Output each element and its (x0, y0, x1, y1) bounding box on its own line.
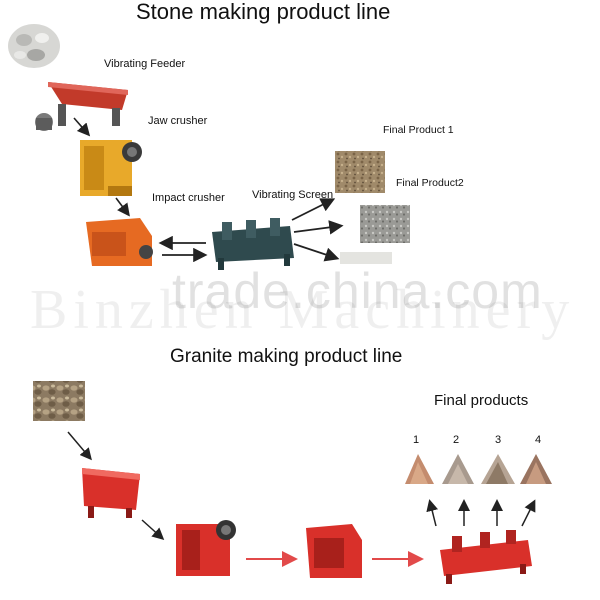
final-product-1-image (335, 151, 385, 193)
impact-crusher-machine (86, 218, 153, 266)
final-product-2-image (360, 205, 410, 243)
vibrating-feeder-machine (35, 82, 128, 131)
granite-vibrating-screen-machine (440, 530, 532, 584)
final-product-pile-1 (405, 454, 434, 484)
arrow-up-product-1 (430, 502, 436, 526)
jaw-crusher-machine (80, 140, 142, 196)
granite-raw-image (33, 381, 85, 421)
label-vibrating-feeder: Vibrating Feeder (104, 58, 185, 70)
final-product-pile-2 (442, 454, 474, 484)
label-jaw-crusher: Jaw crusher (148, 115, 207, 127)
label-final-product-2: Final Product2 (396, 177, 464, 189)
label-impact-crusher: Impact crusher (152, 192, 225, 204)
granite-line-title: Granite making product line (170, 346, 402, 368)
final-product-pile-4 (520, 454, 552, 484)
arrow-to-final-3 (294, 244, 336, 258)
watermark-trade-china: trade.china.com (172, 262, 543, 320)
arrow-feeder-to-jaw (74, 118, 88, 134)
arrow-feeder-to-jaw-granite (142, 520, 162, 538)
arrow-up-product-4 (522, 502, 534, 526)
label-final-product-1: Final Product 1 (383, 124, 454, 136)
final-product-pile-3 (481, 454, 515, 484)
final-product-number-2: 2 (453, 434, 459, 446)
granite-impact-crusher-machine (306, 524, 362, 578)
arrow-jaw-to-impact (116, 198, 128, 214)
arrow-raw-to-feeder (68, 432, 90, 458)
final-product-number-1: 1 (413, 434, 419, 446)
raw-stone-image (8, 24, 60, 68)
granite-feeder-machine (82, 468, 140, 518)
final-product-number-3: 3 (495, 434, 501, 446)
final-products-title: Final products (434, 392, 528, 409)
granite-jaw-crusher-machine (176, 520, 236, 576)
final-product-number-4: 4 (535, 434, 541, 446)
arrow-to-final-1 (292, 200, 332, 220)
label-vibrating-screen: Vibrating Screen (252, 189, 333, 201)
arrow-to-final-2 (294, 226, 340, 232)
